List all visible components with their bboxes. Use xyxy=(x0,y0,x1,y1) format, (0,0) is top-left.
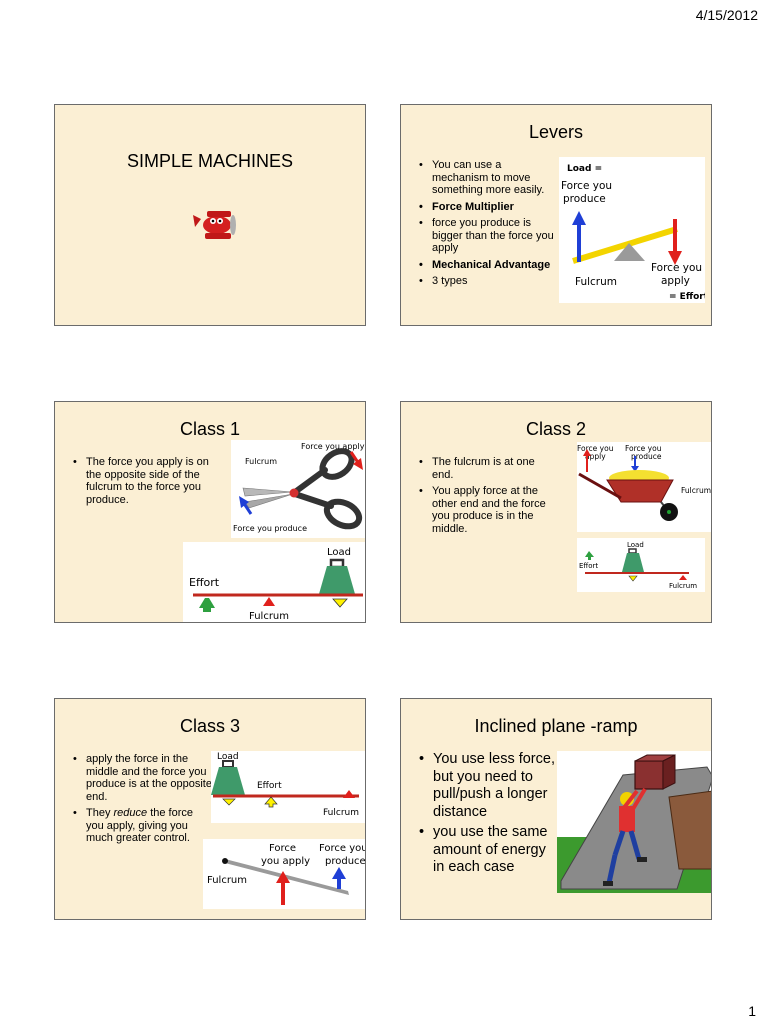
svg-text:Load: Load xyxy=(217,752,239,762)
svg-text:Force you apply: Force you apply xyxy=(301,442,365,451)
bullet-item: force you produce is bigger than the for… xyxy=(419,217,555,255)
slide-title: Class 1 xyxy=(179,419,241,439)
svg-text:Effort: Effort xyxy=(579,562,598,570)
svg-text:Force you produce: Force you produce xyxy=(233,524,307,533)
svg-text:produce: produce xyxy=(631,452,662,461)
slide-simple-machines: SIMPLE MACHINES xyxy=(54,104,366,326)
ramp-figure xyxy=(557,751,711,893)
svg-text:apply: apply xyxy=(585,452,606,461)
bullet-item: Mechanical Advantage xyxy=(419,259,555,272)
svg-text:Force: Force xyxy=(269,843,296,854)
slide-class-3: Class 3 apply the force in the middle an… xyxy=(54,698,366,920)
svg-text:Fulcrum: Fulcrum xyxy=(323,808,359,818)
bullet-item: apply the force in the middle and the fo… xyxy=(73,753,213,803)
bullet-list: The fulcrum is at one end. You apply for… xyxy=(419,456,559,539)
svg-text:Load: Load xyxy=(327,547,351,558)
load-label: Load = xyxy=(567,164,602,174)
class3-lever-figure: Load Effort Fulcrum xyxy=(211,751,365,823)
slide-levers: Levers You can use a mechanism to move s… xyxy=(400,104,712,326)
effort-label: = Effort xyxy=(669,292,705,302)
svg-text:Force you: Force you xyxy=(625,444,662,453)
svg-text:Fulcrum: Fulcrum xyxy=(245,457,277,466)
bullet-item: They reduce the force you apply, giving … xyxy=(73,807,213,845)
bullet-item: Force Multiplier xyxy=(419,201,555,214)
bullet-list: apply the force in the middle and the fo… xyxy=(73,753,213,849)
slide-class-2: Class 2 The fulcrum is at one end. You a… xyxy=(400,401,712,623)
svg-text:Fulcrum: Fulcrum xyxy=(249,611,289,622)
bullet-item: you use the same amount of energy in eac… xyxy=(419,824,557,877)
page-number: 1 xyxy=(748,1003,756,1019)
fulcrum-label: Fulcrum xyxy=(575,276,617,288)
bullet-item: You use less force, but you need to pull… xyxy=(419,751,557,821)
seesaw-figure: Load = Force you produce Fulcrum Force y… xyxy=(559,157,705,303)
slide-title: Levers xyxy=(528,122,584,142)
svg-text:Effort: Effort xyxy=(189,576,220,589)
svg-text:apply: apply xyxy=(661,275,690,287)
class1-lever-figure: Load Effort Fulcrum xyxy=(183,542,365,622)
svg-text:produce: produce xyxy=(563,193,606,205)
svg-text:Fulcrum: Fulcrum xyxy=(669,582,697,590)
scissors-figure: Force you apply Fulcrum Force you produc… xyxy=(231,440,365,538)
slide-title: SIMPLE MACHINES xyxy=(126,151,294,171)
airplane-icon xyxy=(193,211,236,239)
bullet-item: The fulcrum is at one end. xyxy=(419,456,559,481)
bullet-item: You can use a mechanism to move somethin… xyxy=(419,159,555,197)
wheelbarrow-figure: Force you apply Force you produce Fulcru… xyxy=(577,442,711,532)
svg-text:Fulcrum: Fulcrum xyxy=(207,875,247,886)
svg-text:Force you: Force you xyxy=(651,262,702,274)
svg-text:Effort: Effort xyxy=(257,781,282,791)
svg-text:Force you: Force you xyxy=(319,843,365,854)
bullet-item: 3 types xyxy=(419,275,555,288)
bullet-item: The force you apply is on the opposite s… xyxy=(73,456,213,506)
bullet-list: The force you apply is on the opposite s… xyxy=(73,456,213,510)
class2-lever-figure: Load Effort Fulcrum xyxy=(577,538,705,592)
bullet-item: You apply force at the other end and the… xyxy=(419,485,559,535)
svg-text:Fulcrum: Fulcrum xyxy=(681,486,711,495)
slide-class-1: Class 1 The force you apply is on the op… xyxy=(54,401,366,623)
svg-text:Force you: Force you xyxy=(577,444,614,453)
bullet-list: You use less force, but you need to pull… xyxy=(419,751,557,880)
slide-inclined-plane: Inclined plane -ramp You use less force,… xyxy=(400,698,712,920)
svg-text:Load: Load xyxy=(627,541,644,549)
bullet-list: You can use a mechanism to move somethin… xyxy=(419,159,555,292)
slide-title: Class 3 xyxy=(179,716,241,736)
page-date: 4/15/2012 xyxy=(695,7,758,23)
slide-title: Class 2 xyxy=(525,419,587,439)
svg-text:you apply: you apply xyxy=(261,856,310,867)
svg-text:Force you: Force you xyxy=(561,180,612,192)
svg-text:produce: produce xyxy=(325,856,365,867)
rod-lever-figure: Force you apply Force you produce Fulcru… xyxy=(203,839,365,909)
slide-title: Inclined plane -ramp xyxy=(474,716,638,736)
